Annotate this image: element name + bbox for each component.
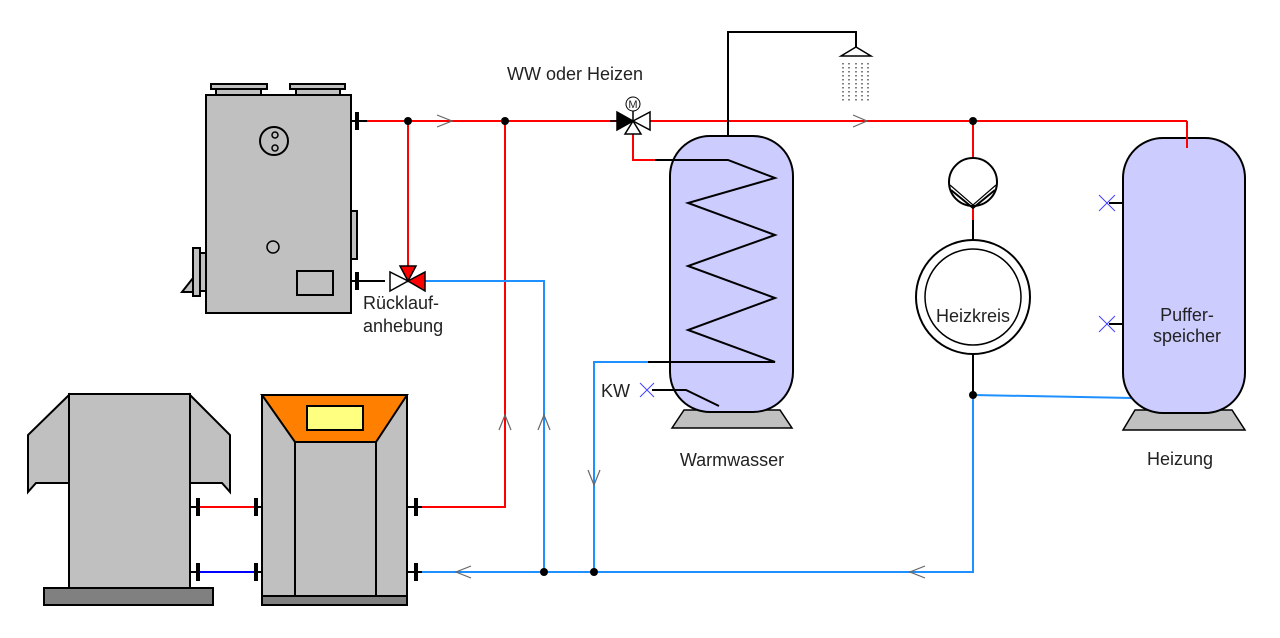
return-raise-label: anhebung [363,316,443,336]
arrow-left-icon [908,565,926,579]
indoor-unit [260,394,422,606]
arrow-left-icon [454,565,472,579]
three-way-motor-valve[interactable] [610,96,651,135]
outdoor-unit [27,392,262,606]
shower-icon [727,31,874,148]
buffer-label: speicher [1153,326,1221,346]
hot-water-label: Warmwasser [680,450,784,470]
heating-circuit-label: Heizkreis [936,306,1010,326]
arrow-right-icon [436,114,454,128]
buffer-label: Puffer- [1160,305,1214,325]
flow-arrows [436,114,926,579]
return-raise-valve[interactable] [389,265,426,293]
cold-water-label: KW [601,381,630,401]
valve-label: WW oder Heizen [507,64,643,84]
pump-icon [948,157,998,395]
buffer-sensor-icon [1098,194,1116,333]
supply-pipes [200,120,1188,508]
motor-label: M [628,99,637,111]
arrow-up-icon [537,413,551,431]
return-pipes [422,280,1133,573]
boiler [179,83,385,314]
return-raise-label: Rücklauf- [363,293,439,313]
hot-water-tank [648,135,794,429]
buffer-tank [1109,137,1247,431]
heating-circuit [915,239,1031,355]
heating-label: Heizung [1147,449,1213,469]
arrow-right-icon [852,114,869,128]
cold-water-sensor-icon [639,382,655,398]
arrow-up-icon [498,413,512,431]
arrow-down-icon [587,469,601,487]
